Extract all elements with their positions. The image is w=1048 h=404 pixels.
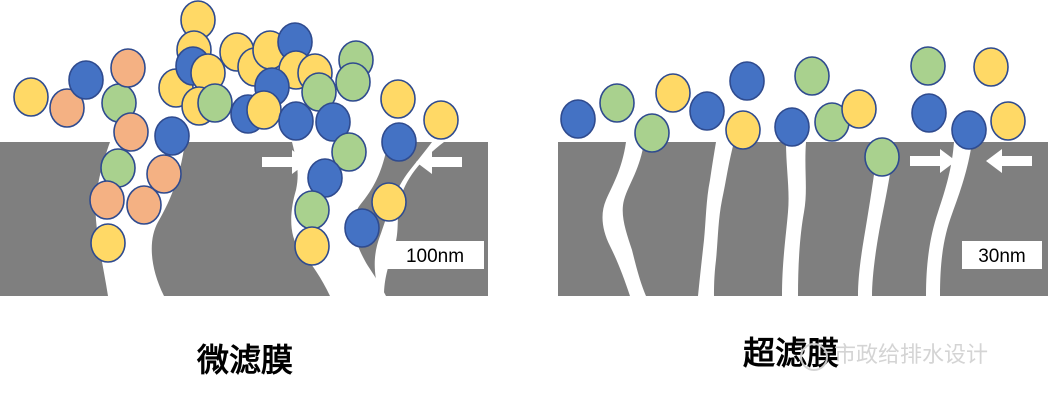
blue-particle bbox=[729, 61, 765, 101]
yellow-particle bbox=[725, 110, 761, 150]
green-particle bbox=[910, 46, 946, 86]
microfiltration-membrane-block bbox=[0, 142, 488, 296]
yellow-particle bbox=[841, 89, 877, 129]
micro-pore-size-arrows bbox=[262, 150, 462, 174]
microfiltration-caption: 微滤膜 bbox=[197, 341, 294, 379]
blue-particle bbox=[560, 99, 596, 139]
yellow-particle bbox=[246, 90, 282, 130]
yellow-particle bbox=[380, 79, 416, 119]
yellow-particle bbox=[655, 73, 691, 113]
orange-particle bbox=[110, 48, 146, 88]
arrow-left-icon bbox=[416, 150, 462, 174]
yellow-particle bbox=[294, 226, 330, 266]
yellow-particle bbox=[13, 77, 49, 117]
blue-particle bbox=[381, 122, 417, 162]
orange-particle bbox=[146, 154, 182, 194]
green-particle bbox=[335, 62, 371, 102]
ultra-pore bbox=[602, 142, 646, 296]
green-particle bbox=[599, 83, 635, 123]
blue-particle bbox=[911, 93, 947, 133]
arrow-left-icon bbox=[986, 149, 1032, 173]
orange-particle bbox=[89, 180, 125, 220]
yellow-particle bbox=[990, 101, 1026, 141]
arrow-right-icon bbox=[910, 149, 956, 173]
blue-particle bbox=[689, 91, 725, 131]
blue-particle bbox=[315, 102, 351, 142]
green-particle bbox=[864, 137, 900, 177]
blue-particle bbox=[154, 116, 190, 156]
green-particle bbox=[634, 113, 670, 153]
ultra-scale-label: 30nm bbox=[978, 246, 1026, 267]
orange-particle bbox=[49, 88, 85, 128]
particles-layer bbox=[13, 0, 1026, 266]
microfiltration-panel bbox=[0, 142, 488, 296]
ultrafiltration-panel bbox=[558, 142, 1048, 296]
yellow-particle bbox=[423, 100, 459, 140]
ultra-pore bbox=[858, 160, 892, 296]
green-particle bbox=[294, 190, 330, 230]
yellow-particle bbox=[973, 47, 1009, 87]
green-particle bbox=[331, 132, 367, 172]
blue-particle bbox=[774, 107, 810, 147]
ultra-pore bbox=[926, 142, 972, 296]
yellow-particle bbox=[90, 223, 126, 263]
ultra-pore bbox=[698, 142, 734, 296]
arrow-right-icon bbox=[262, 150, 308, 174]
blue-particle bbox=[68, 60, 104, 100]
green-particle bbox=[794, 56, 830, 96]
blue-particle bbox=[344, 208, 380, 248]
micro-scale-label-box: 100nm bbox=[386, 241, 484, 269]
wechat-logo-icon bbox=[800, 343, 828, 371]
yellow-particle bbox=[371, 182, 407, 222]
ultra-pore-size-arrows bbox=[910, 149, 1032, 173]
ultra-pore bbox=[782, 142, 806, 296]
green-particle bbox=[197, 83, 233, 123]
watermark-text: 市政给排水设计 bbox=[834, 343, 989, 368]
orange-particle bbox=[126, 185, 162, 225]
ultra-scale-label-box: 30nm bbox=[962, 241, 1042, 269]
orange-particle bbox=[113, 112, 149, 152]
blue-particle bbox=[278, 101, 314, 141]
blue-particle bbox=[951, 110, 987, 150]
micro-scale-label: 100nm bbox=[406, 246, 464, 267]
